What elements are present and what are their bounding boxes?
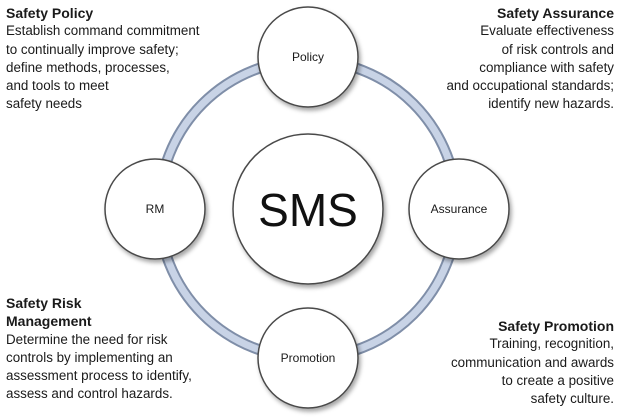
safety-risk-heading: Management <box>6 313 92 330</box>
safety-promotion-line: Training, recognition, <box>489 336 614 352</box>
safety-policy-block: Safety Policy Establish command commitme… <box>6 4 199 114</box>
safety-risk-line: controls by implementing an <box>6 349 173 365</box>
safety-policy-heading: Safety Policy <box>6 5 94 21</box>
safety-policy-line: safety needs <box>6 96 82 112</box>
safety-assurance-line: of risk controls and <box>501 41 614 57</box>
safety-promotion-line: to create a positive <box>501 372 614 388</box>
safety-assurance-line: identify new hazards. <box>488 96 614 112</box>
promotion-node-label: Promotion <box>281 351 336 365</box>
sms-center-label: SMS <box>258 184 358 236</box>
safety-policy-line: define methods, processes, <box>6 59 170 75</box>
safety-policy-line: Establish command commitment <box>6 23 200 39</box>
safety-risk-heading: Safety Risk <box>6 295 82 311</box>
assurance-node-label: Assurance <box>431 202 488 216</box>
policy-node-label: Policy <box>292 50 324 64</box>
safety-assurance-line: compliance with safety <box>479 59 614 75</box>
safety-promotion-heading: Safety Promotion <box>498 318 614 334</box>
promotion-node: Promotion <box>257 307 359 409</box>
safety-policy-line: to continually improve safety; <box>6 41 179 57</box>
safety-promotion-block: Safety Promotion Training, recognition, … <box>451 317 614 408</box>
safety-policy-line: and tools to meet <box>6 78 109 94</box>
safety-assurance-heading: Safety Assurance <box>497 5 614 21</box>
rm-node: RM <box>104 158 206 260</box>
safety-promotion-line: safety culture. <box>530 391 614 407</box>
rm-node-label: RM <box>146 202 165 216</box>
sms-center-node: SMS <box>232 133 384 285</box>
safety-risk-line: assess and control hazards. <box>6 386 173 402</box>
safety-risk-management-block: Safety Risk Management Determine the nee… <box>6 294 192 404</box>
safety-risk-line: Determine the need for risk <box>6 331 168 347</box>
safety-risk-line: assessment process to identify, <box>6 368 192 384</box>
safety-assurance-line: and occupational standards; <box>446 78 614 94</box>
policy-node: Policy <box>257 6 359 108</box>
safety-assurance-line: Evaluate effectiveness <box>480 23 614 39</box>
safety-promotion-line: communication and awards <box>450 354 614 370</box>
safety-assurance-block: Safety Assurance Evaluate effectiveness … <box>446 4 614 114</box>
assurance-node: Assurance <box>408 158 510 260</box>
